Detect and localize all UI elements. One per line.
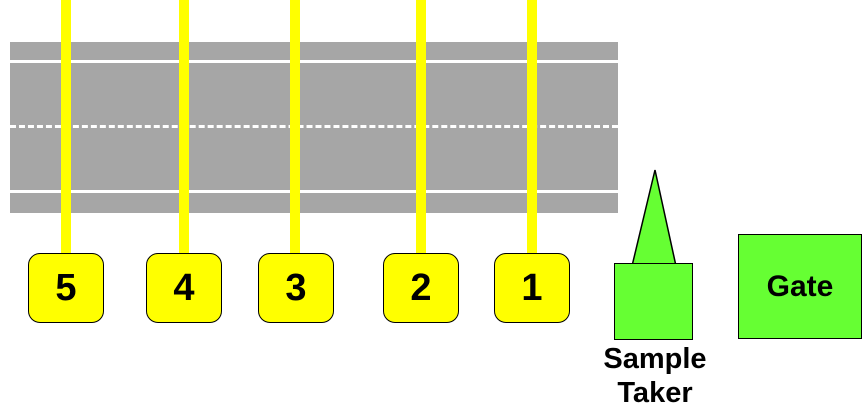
lane-rope-2: [416, 0, 426, 258]
lane-box-5: 5: [28, 253, 104, 323]
sample-taker-label-line2: Taker: [617, 377, 693, 409]
sample-taker-label: Sample Taker: [580, 342, 730, 410]
gate-box: Gate: [738, 234, 862, 339]
lane-box-3: 3: [258, 253, 334, 323]
sample-taker-body: [614, 263, 693, 340]
lane-rope-4: [179, 0, 189, 258]
lane-rope-1: [527, 0, 537, 258]
sample-taker-label-line1: Sample: [603, 343, 707, 375]
road: [10, 42, 618, 213]
lane-box-2: 2: [383, 253, 459, 323]
lane-box-1: 1: [494, 253, 570, 323]
road-center-dashed-line: [10, 125, 618, 128]
road-edge-line-bottom: [10, 190, 618, 193]
lane-rope-3: [290, 0, 300, 258]
road-edge-line-top: [10, 60, 618, 63]
sample-taker-cone: [631, 169, 677, 267]
lane-box-4: 4: [146, 253, 222, 323]
lane-rope-5: [61, 0, 71, 258]
